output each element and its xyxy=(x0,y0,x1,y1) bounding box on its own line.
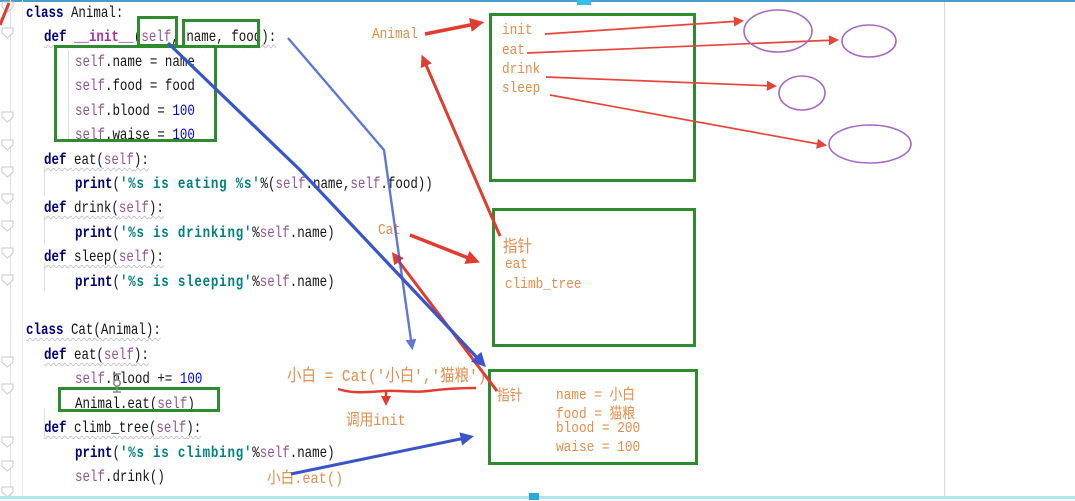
instance-object-box xyxy=(488,369,698,465)
cat-method-eat: eat xyxy=(505,256,528,273)
animal-method-eat: eat xyxy=(502,42,525,59)
instance-field-food: food = 猫粮 xyxy=(556,406,636,423)
instance-creation-annotation: 小白 = Cat('小白','猫粮') xyxy=(287,368,487,387)
code-line: class Cat(Animal): xyxy=(26,321,161,339)
code-line: print('%s is eating %s'%(self.name,self.… xyxy=(75,175,433,193)
highlight-box-init-body xyxy=(54,45,217,142)
editor-panel-divider xyxy=(944,2,945,496)
code-line: self.blood += 100 xyxy=(75,370,203,388)
animal-class-label: Animal xyxy=(372,26,418,43)
cat-class-label: Cat xyxy=(378,222,401,239)
animal-method-sleep: sleep xyxy=(502,80,541,97)
code-line: print('%s is sleeping'%self.name) xyxy=(75,273,335,291)
instance-pointer-label: 指针 xyxy=(497,388,523,405)
code-line: class Animal: xyxy=(26,4,124,22)
indent-guide xyxy=(68,50,69,140)
code-line: print('%s is drinking'%self.name) xyxy=(75,224,335,242)
call-eat-annotation: 小白.eat() xyxy=(267,470,344,488)
code-line: self.drink() xyxy=(75,468,165,486)
memory-ellipse-sleep xyxy=(828,124,912,164)
highlight-box-animal-eat-call xyxy=(58,387,220,412)
memory-ellipse-eat xyxy=(841,24,897,58)
indent-guide xyxy=(44,215,45,245)
code-line: def sleep(self): xyxy=(44,248,164,266)
code-line: Animal.eat(self) xyxy=(75,395,195,413)
top-scroll-marker xyxy=(577,0,591,5)
red-underline xyxy=(337,386,477,394)
gutter-line xyxy=(10,0,11,497)
animal-method-drink: drink xyxy=(502,61,541,78)
instance-field-name: name = 小白 xyxy=(556,387,636,404)
fold-gutter[interactable] xyxy=(0,0,23,501)
cat-method-climb-tree: climb_tree xyxy=(505,276,582,293)
gutter-border xyxy=(22,0,23,497)
indent-guide xyxy=(44,263,45,291)
code-line: print('%s is climbing'%self.name) xyxy=(75,444,335,462)
instance-field-blood: blood = 200 xyxy=(556,420,641,437)
call-init-annotation: 调用init xyxy=(346,412,406,430)
animal-method-init: init xyxy=(502,22,533,39)
memory-ellipse-drink xyxy=(778,75,826,111)
highlight-box-name-food-params xyxy=(182,19,260,48)
highlight-box-self-param xyxy=(137,16,178,47)
memory-ellipse-init xyxy=(743,9,813,53)
cat-pointer-label: 指针 xyxy=(503,239,532,258)
code-line: def climb_tree(self): xyxy=(44,419,202,437)
code-line: def drink(self): xyxy=(44,199,164,217)
indent-guide xyxy=(44,166,45,196)
top-border-line xyxy=(0,0,1075,2)
arrow-cat-to-box xyxy=(409,233,480,264)
instance-field-waise: waise = 100 xyxy=(556,439,641,456)
indent-guide xyxy=(44,409,45,437)
code-line: def eat(self): xyxy=(44,346,149,364)
arrow-animal-to-box xyxy=(424,18,485,36)
bottom-scrollbar-thumb[interactable] xyxy=(529,493,539,500)
code-line: def eat(self): xyxy=(44,151,149,169)
code-line: def __init__(self, name, food): xyxy=(44,28,277,46)
